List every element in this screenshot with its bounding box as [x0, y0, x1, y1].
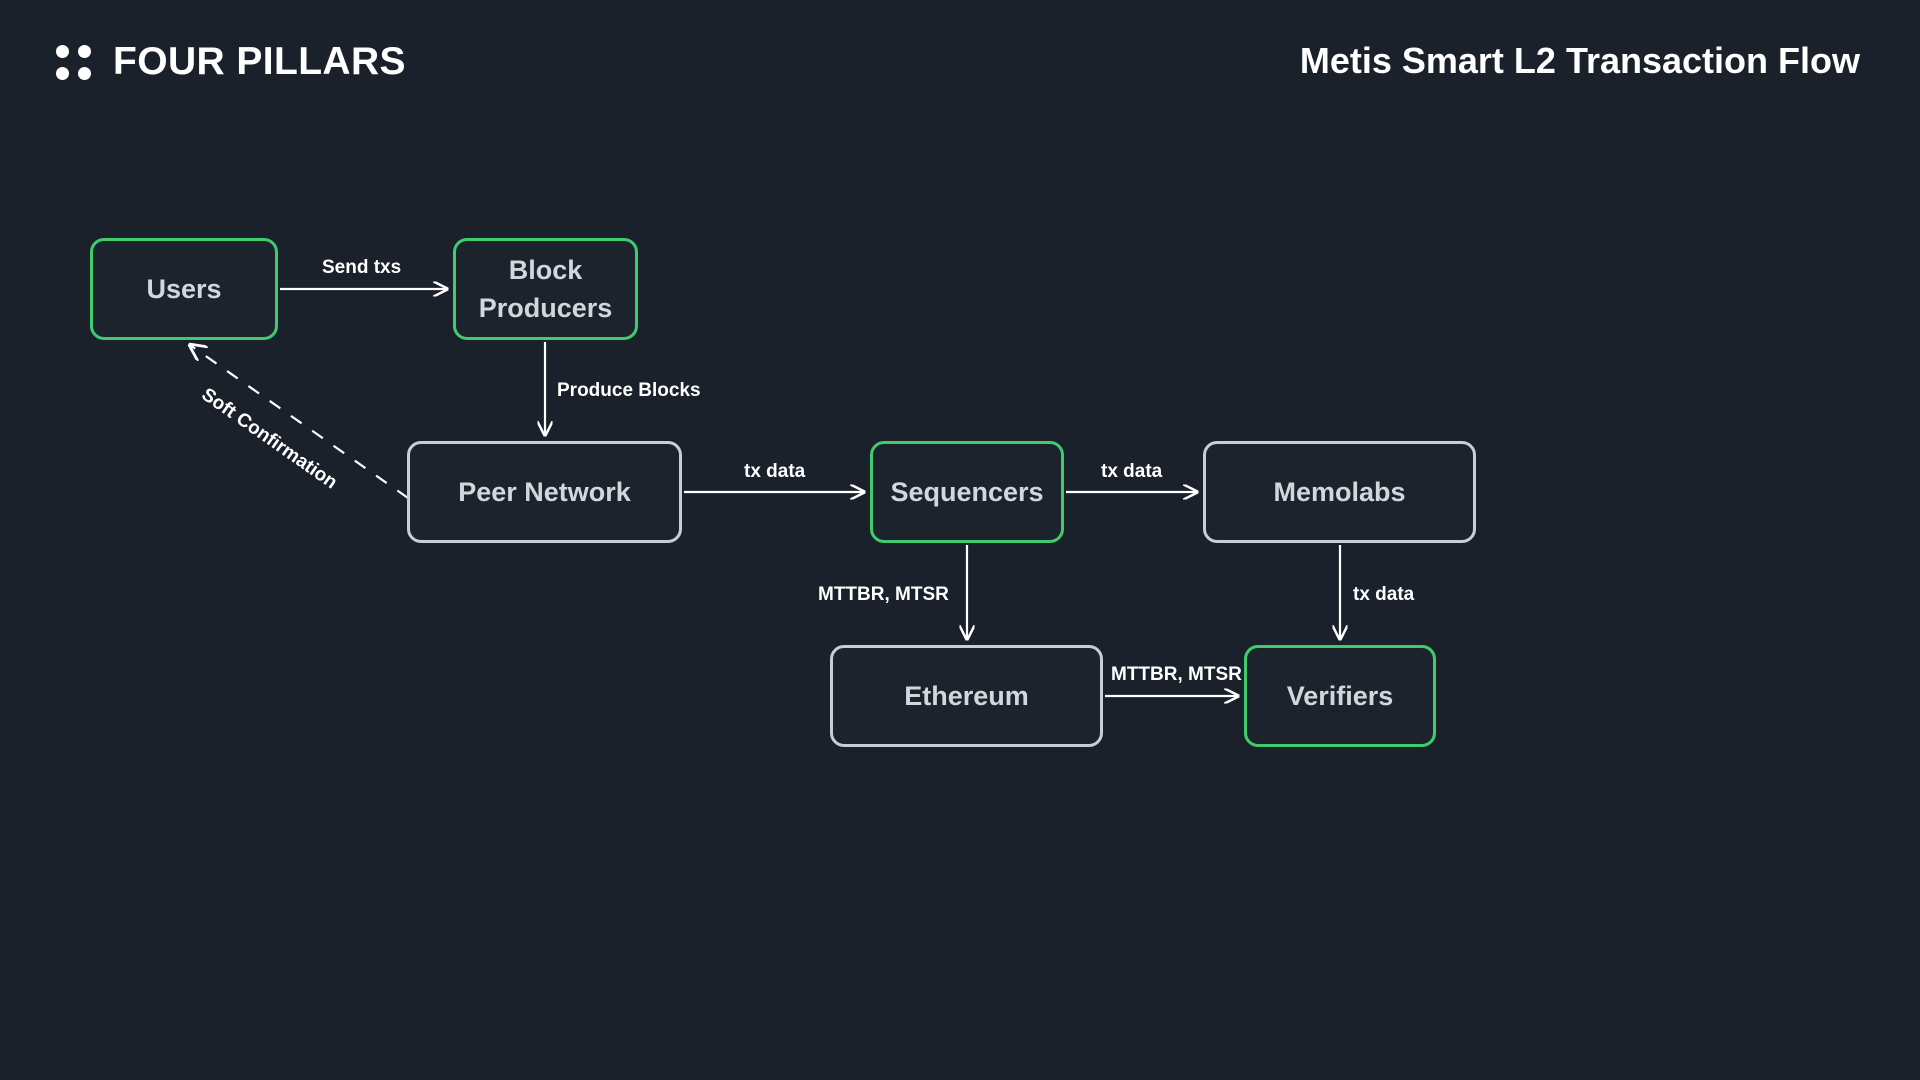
node-block-producers-label: Block Producers: [478, 254, 613, 323]
node-users-label: Users: [146, 273, 222, 304]
node-sequencers[interactable]: Sequencers: [870, 441, 1064, 543]
edge-label-tx-data-sequencers-to-memolabs: tx data: [1101, 461, 1163, 482]
edge-peer-network-to-users-soft-confirmation: [190, 345, 409, 499]
node-memolabs-label: Memolabs: [1273, 476, 1406, 507]
brand-name: FOUR PILLARS: [113, 40, 406, 83]
node-peer-network-label: Peer Network: [458, 476, 631, 507]
edge-label-tx-data-memolabs-to-verifiers: tx data: [1353, 584, 1415, 605]
node-users[interactable]: Users: [90, 238, 278, 340]
page-title: Metis Smart L2 Transaction Flow: [1299, 40, 1860, 81]
brand: FOUR PILLARS: [56, 40, 406, 84]
edge-label-mttbr-mtsr-sequencers-to-ethereum: MTTBR, MTSR: [818, 584, 949, 605]
four-dots-icon: [56, 44, 91, 80]
edge-label-send-txs: Send txs: [322, 257, 402, 278]
node-ethereum[interactable]: Ethereum: [830, 645, 1103, 747]
node-block-producers[interactable]: Block Producers: [453, 238, 638, 340]
node-verifiers[interactable]: Verifiers: [1244, 645, 1436, 747]
node-ethereum-label: Ethereum: [904, 680, 1029, 711]
edge-label-tx-data-peer-to-sequencers: tx data: [744, 461, 806, 482]
node-verifiers-label: Verifiers: [1286, 680, 1394, 711]
edge-label-soft-confirmation: Soft Confirmation: [197, 384, 341, 494]
edge-label-mttbr-mtsr-ethereum-to-verifiers: MTTBR, MTSR: [1111, 664, 1242, 685]
node-sequencers-label: Sequencers: [890, 476, 1044, 507]
edge-label-produce-blocks: Produce Blocks: [557, 380, 701, 401]
node-memolabs[interactable]: Memolabs: [1203, 441, 1476, 543]
node-peer-network[interactable]: Peer Network: [407, 441, 682, 543]
